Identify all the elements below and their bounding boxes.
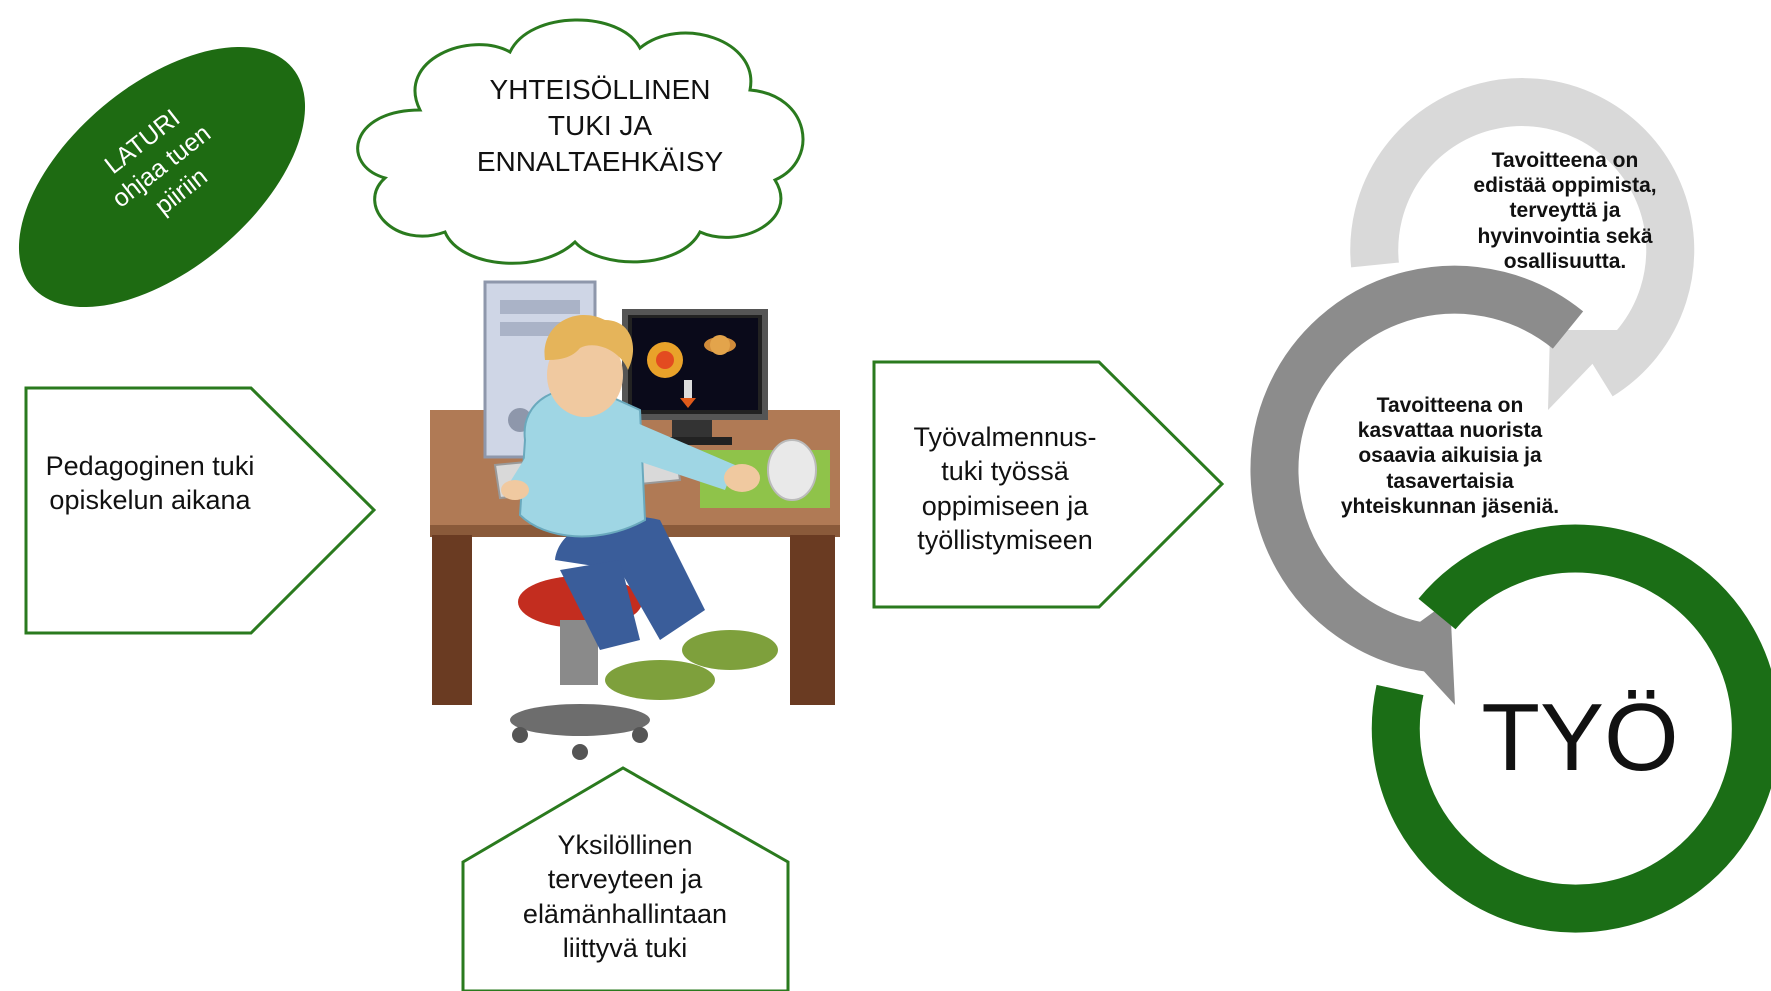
goal-top-line-3: terveyttä ja bbox=[1509, 199, 1621, 223]
goal-middle-line-3: osaavia aikuisia ja bbox=[1358, 444, 1542, 468]
goal-middle-line-5: yhteiskunnan jäseniä. bbox=[1340, 494, 1560, 518]
goal-middle-line-2: kasvattaa nuorista bbox=[1357, 419, 1543, 443]
individual-support-pentagon bbox=[461, 766, 790, 991]
cloud-line-3: ENNALTAEHKÄISY bbox=[476, 145, 724, 177]
job-coaching-arrow bbox=[872, 360, 1225, 609]
cloud-line-1: YHTEISÖLLINEN bbox=[489, 74, 711, 105]
bottom-line-4: liittyvä tuki bbox=[562, 932, 688, 963]
middle-arrow-line-4: työllistymiseen bbox=[917, 524, 1093, 555]
goal-top-line-5: osallisuutta. bbox=[1503, 249, 1627, 273]
cloud-text: YHTEISÖLLINEN TUKI JA ENNALTAEHKÄISY bbox=[455, 72, 745, 179]
goal-middle-line-4: tasavertaisia bbox=[1386, 469, 1514, 493]
pedagogical-support-arrow bbox=[24, 386, 377, 635]
work-label: TYÖ bbox=[1481, 684, 1679, 791]
person-at-computer-illustration bbox=[430, 280, 840, 760]
pedagogical-support-text: Pedagoginen tuki opiskelun aikana bbox=[30, 450, 270, 518]
goal-middle-text: Tavoitteena on kasvattaa nuorista osaavi… bbox=[1300, 393, 1600, 519]
bottom-line-2: terveyteen ja bbox=[547, 864, 703, 895]
left-arrow-line-2: opiskelun aikana bbox=[49, 484, 251, 515]
laturi-oval bbox=[18, 46, 306, 308]
goal-top-text: Tavoitteena on edistää oppimista, tervey… bbox=[1425, 148, 1705, 274]
work-ring bbox=[1371, 524, 1771, 933]
job-coaching-text: Työvalmennus- tuki työssä oppimiseen ja … bbox=[890, 420, 1120, 557]
goal-top-line-2: edistää oppimista, bbox=[1473, 174, 1657, 198]
middle-arrow-line-1: Työvalmennus- bbox=[913, 422, 1097, 452]
goal-middle-line-1: Tavoitteena on bbox=[1376, 394, 1524, 417]
goal-arc-light bbox=[1350, 78, 1695, 410]
bottom-line-3: elämänhallintaan bbox=[522, 898, 728, 929]
middle-arrow-line-3: oppimiseen ja bbox=[921, 490, 1089, 521]
left-arrow-line-1: Pedagoginen tuki bbox=[45, 451, 255, 481]
cloud-line-2: TUKI JA bbox=[547, 109, 653, 141]
middle-arrow-line-2: tuki työssä bbox=[941, 456, 1069, 487]
bottom-line-1: Yksilöllinen bbox=[557, 830, 693, 860]
goal-arc-mid bbox=[1250, 265, 1584, 705]
individual-support-text: Yksilöllinen terveyteen ja elämänhallint… bbox=[475, 828, 775, 965]
goal-top-line-1: Tavoitteena on bbox=[1491, 149, 1639, 172]
cloud-shape bbox=[356, 18, 805, 265]
goal-top-line-4: hyvinvointia sekä bbox=[1477, 224, 1653, 248]
